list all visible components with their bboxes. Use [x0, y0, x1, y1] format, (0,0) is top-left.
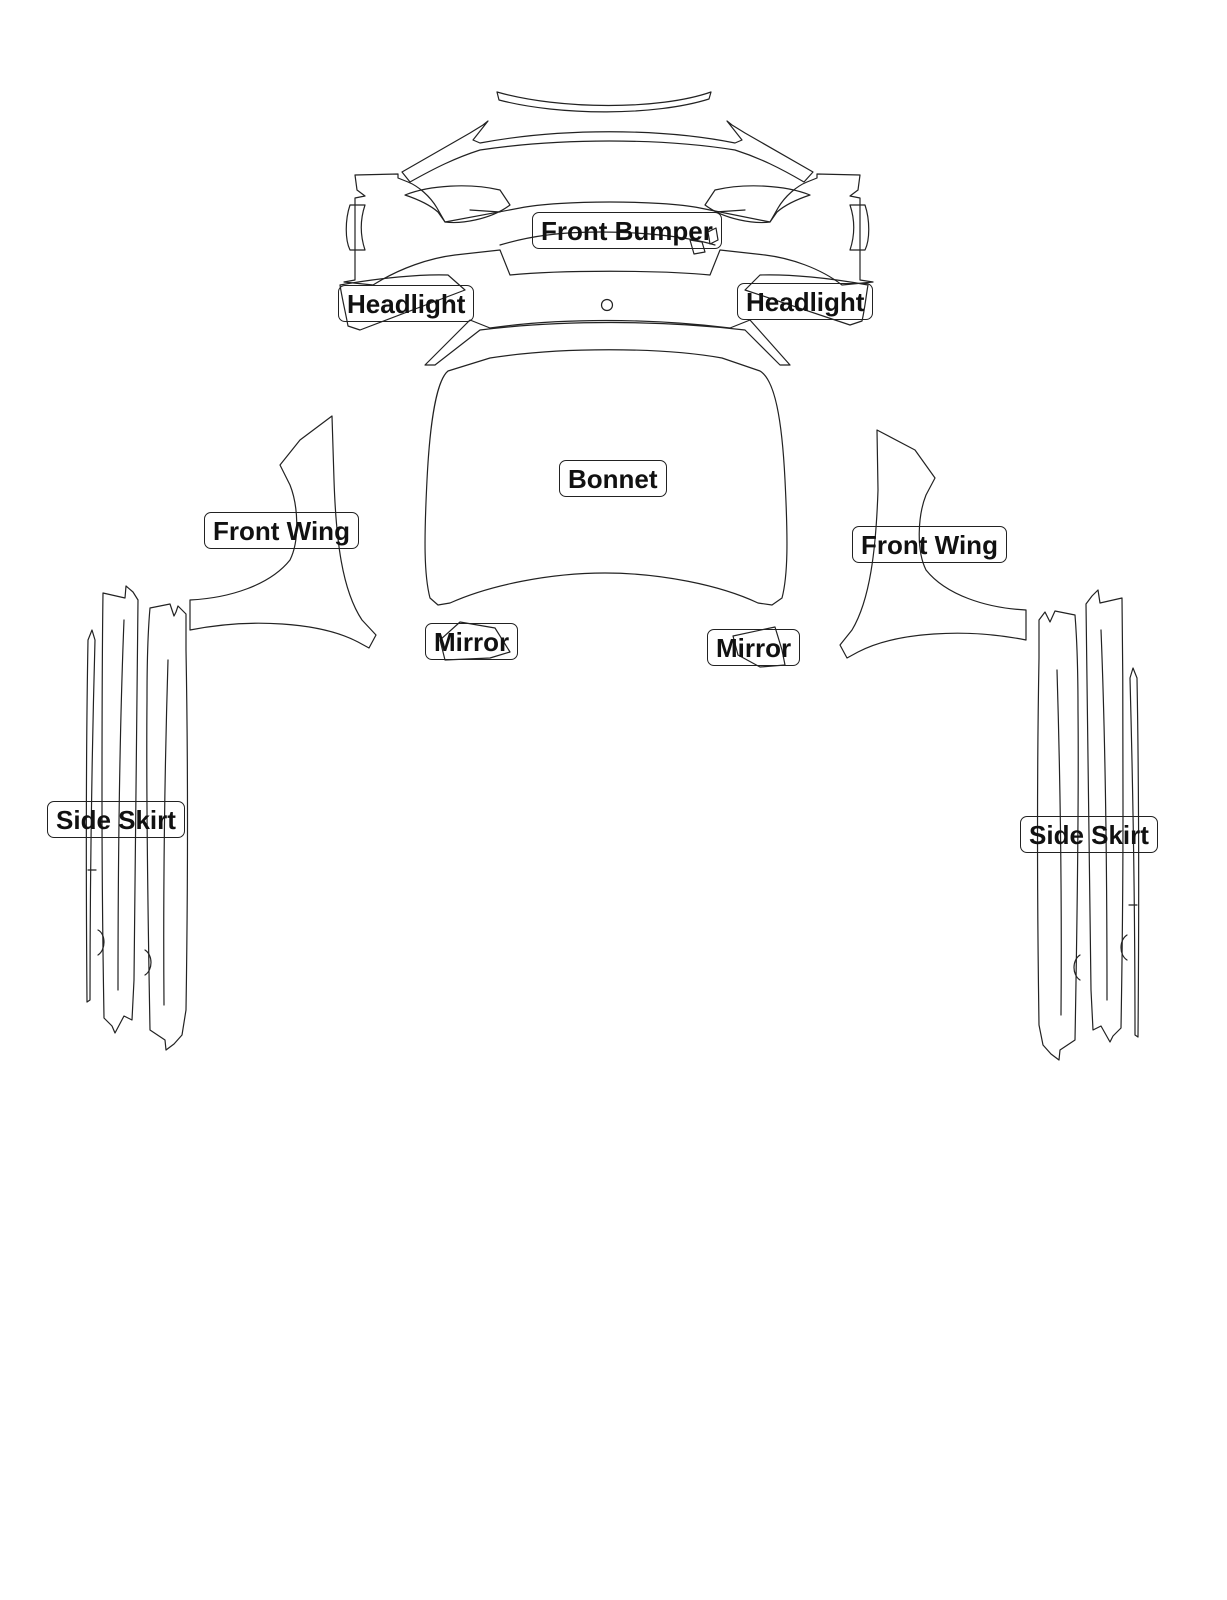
side-skirt-left-outline [85, 585, 189, 1051]
headlight-right-outline [744, 274, 869, 326]
side-skirt-right-label: Side Skirt [1020, 816, 1158, 853]
mirror-left-outline [439, 621, 511, 661]
headlight-left-label: Headlight [338, 285, 475, 322]
bonnet-label: Bonnet [559, 460, 667, 497]
front-wing-left-label: Front Wing [204, 512, 359, 549]
mirror-left-label: Mirror [425, 623, 519, 660]
front-bumper-label: Front Bumper [532, 212, 722, 249]
headlight-left-outline [339, 274, 466, 331]
headlight-right-label: Headlight [737, 283, 874, 320]
side-skirt-left-label: Side Skirt [47, 801, 185, 838]
front-wing-right-outline [839, 429, 1027, 659]
side-skirt-right-outline [1036, 589, 1140, 1061]
mirror-right-label: Mirror [707, 629, 801, 666]
bonnet-outline [424, 349, 788, 606]
front-wing-right-label: Front Wing [852, 526, 1007, 563]
front-wing-left-outline [189, 415, 377, 649]
